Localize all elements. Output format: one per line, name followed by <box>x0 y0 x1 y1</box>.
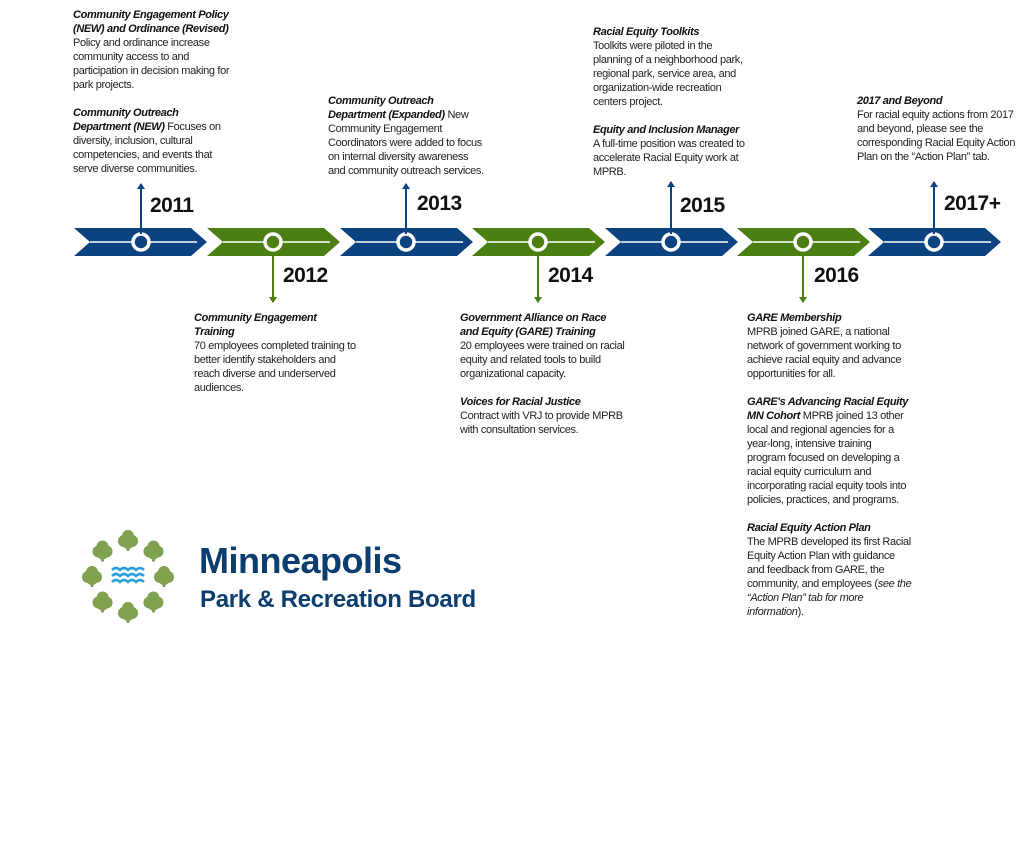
entry-body: Contract with VRJ to provide MPRB with c… <box>460 410 623 436</box>
milestone-entry: GARE's Advancing Racial Equity MN Cohort… <box>747 395 912 507</box>
entry-title: Racial Equity Toolkits <box>593 26 700 38</box>
tree-icon <box>118 530 138 551</box>
timeline-node-2012 <box>263 232 283 252</box>
entry-title: Community Outreach Department (Expanded) <box>328 95 445 121</box>
timeline-node-2015 <box>661 232 681 252</box>
arrow-up-icon <box>930 181 938 234</box>
entry-title: Racial Equity Action Plan <box>747 522 871 534</box>
year-label: 2011 <box>150 194 194 217</box>
entry-body: MPRB joined 13 other local and regional … <box>747 410 907 506</box>
tree-icon <box>92 591 113 613</box>
entry-title: GARE Membership <box>747 312 842 324</box>
year-label: 2014 <box>548 264 593 287</box>
year-label: 2017+ <box>944 192 1001 215</box>
timeline-node-2017+ <box>924 232 944 252</box>
entry-title: GARE's Advancing Racial Equity MN Cohort <box>747 396 909 422</box>
milestone-entry: Equity and Inclusion Manager A full-time … <box>593 123 753 179</box>
arrow-down-icon <box>269 254 277 303</box>
entry-title: Community Outreach Department (NEW) <box>73 107 179 133</box>
entry-body: MPRB joined GARE, a national network of … <box>747 326 902 380</box>
entry-body: For racial equity actions from 2017 and … <box>857 109 1016 163</box>
tree-ring-logo-icon <box>82 530 174 623</box>
entry-body: 20 employees were trained on racial equi… <box>460 340 625 380</box>
water-wave-icon <box>111 572 145 578</box>
entry-body: 70 employees completed training to bette… <box>194 340 356 394</box>
arrow-up-icon <box>402 183 410 234</box>
logo-subtitle: Park & Recreation Board <box>200 586 476 613</box>
year-label: 2012 <box>283 264 328 287</box>
arrow-up-icon <box>667 181 675 234</box>
timeline-node-2011 <box>131 232 151 252</box>
entry-body-italic: see the “Action Plan” tab for more infor… <box>747 578 912 618</box>
arrow-down-icon <box>534 254 542 303</box>
tree-icon <box>92 540 113 562</box>
milestone-2011: Community Engagement Policy (NEW) and Or… <box>73 8 233 190</box>
tree-icon <box>143 591 164 613</box>
tree-icon <box>143 540 164 562</box>
tree-icon <box>154 566 174 587</box>
water-wave-icon <box>111 566 145 572</box>
milestone-entry: Community Outreach Department (Expanded)… <box>328 94 488 178</box>
timeline-node-2013 <box>396 232 416 252</box>
milestone-entry: Government Alliance on Race and Equity (… <box>460 311 625 381</box>
entry-body: A full-time position was created to acce… <box>593 138 745 178</box>
entry-body: The MPRB developed its first Racial Equi… <box>747 536 911 590</box>
entry-title: Community Engagement Policy (NEW) and Or… <box>73 9 229 35</box>
entry-body: Toolkits were piloted in the planning of… <box>593 40 743 108</box>
milestone-entry: Community Engagement Policy (NEW) and Or… <box>73 8 233 92</box>
year-label: 2013 <box>417 192 462 215</box>
entry-title: 2017 and Beyond <box>857 95 943 107</box>
entry-title: Equity and Inclusion Manager <box>593 124 740 136</box>
entry-title: Government Alliance on Race and Equity (… <box>460 312 607 338</box>
entry-title: Voices for Racial Justice <box>460 396 581 408</box>
milestone-2013: Community Outreach Department (Expanded)… <box>328 94 488 192</box>
milestone-entry: Community Outreach Department (NEW) Focu… <box>73 106 233 176</box>
timeline-node-2014 <box>528 232 548 252</box>
arrow-up-icon <box>137 183 145 234</box>
arrow-down-icon <box>799 254 807 303</box>
milestone-2014: Government Alliance on Race and Equity (… <box>460 311 625 451</box>
entry-body-end: ). <box>797 606 804 618</box>
year-label: 2015 <box>680 194 725 217</box>
logo-title: Minneapolis <box>199 540 402 581</box>
tree-icon <box>82 566 102 587</box>
tree-icon <box>118 602 138 623</box>
entry-body: Policy and ordinance increase community … <box>73 37 230 91</box>
entry-title: Community Engagement Training <box>194 312 317 338</box>
water-wave-icon <box>111 578 145 584</box>
entry-body: Focuses on diversity, inclusion, cultura… <box>73 121 221 175</box>
timeline-node-2016 <box>793 232 813 252</box>
year-label: 2016 <box>814 264 859 287</box>
entry-body: New Community Engagement Coordinators we… <box>328 109 484 177</box>
